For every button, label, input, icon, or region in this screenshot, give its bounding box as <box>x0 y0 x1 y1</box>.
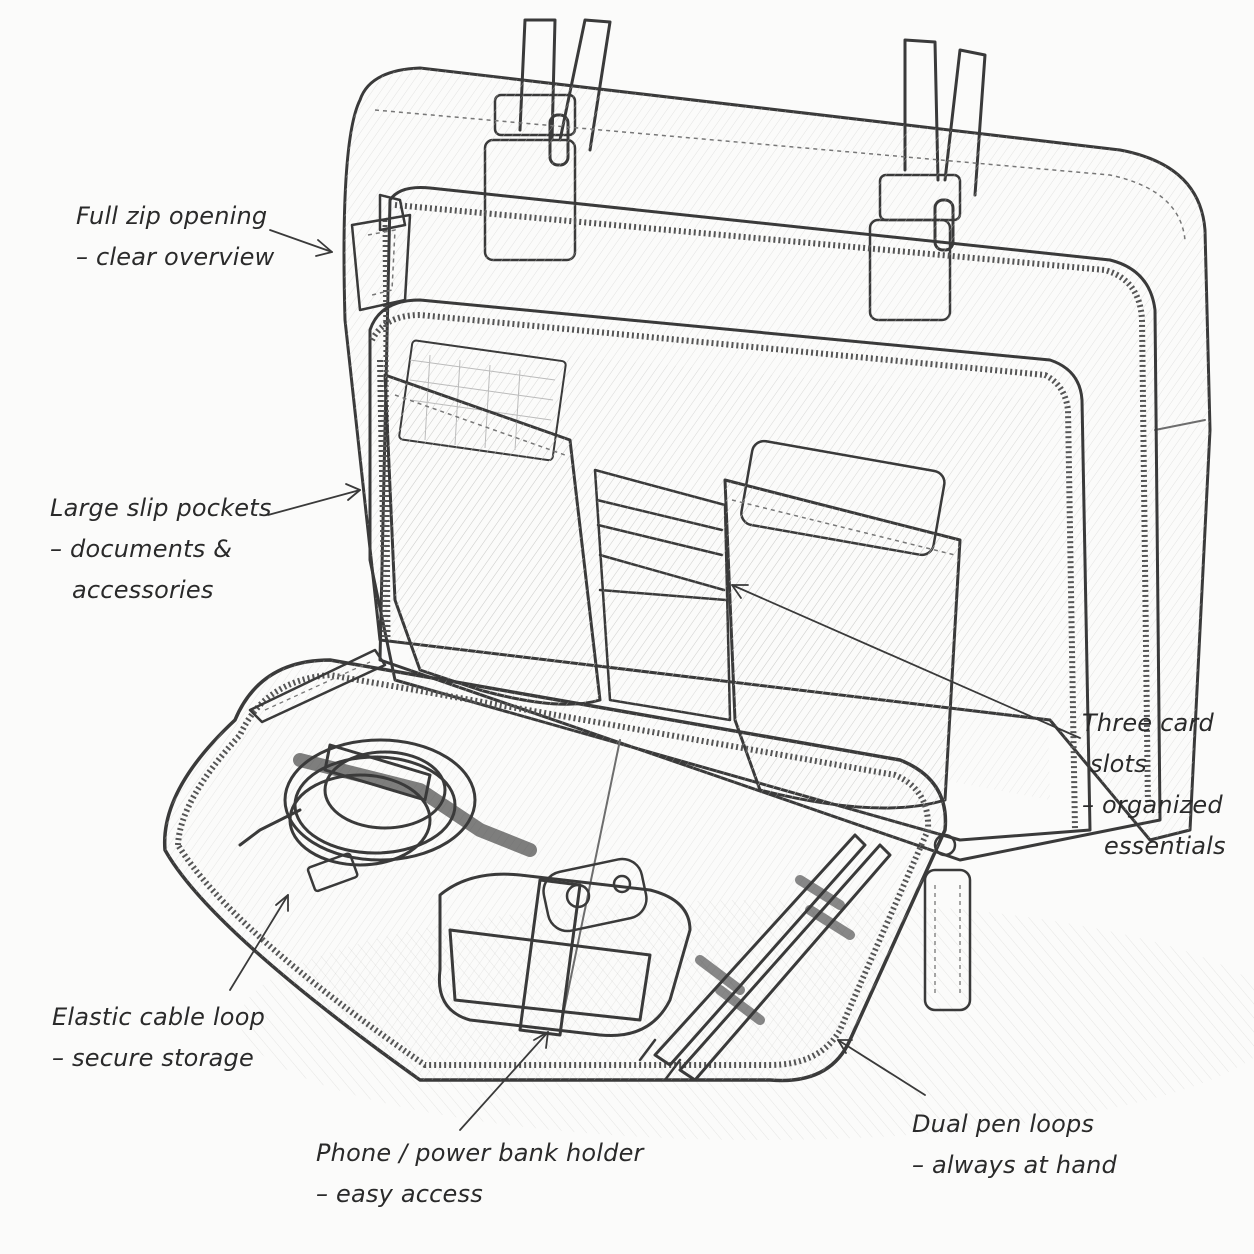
callout-line: Three card <box>1082 709 1214 737</box>
callout-line: – organized <box>1082 791 1223 819</box>
callout-line: – documents & <box>50 535 233 563</box>
arrow-card-slots <box>731 584 1081 739</box>
callout-line: Full zip opening <box>76 202 268 230</box>
leader-arrows <box>229 229 1081 1131</box>
arrow-pen-loops <box>837 1039 926 1096</box>
callout-line: Phone / power bank holder <box>316 1139 644 1167</box>
callout-elastic-cable-loop: Elastic cable loop – secure storage <box>52 997 265 1079</box>
callout-dual-pen-loops: Dual pen loops – always at hand <box>912 1104 1117 1186</box>
zipper-pull-right <box>923 833 972 1012</box>
arrow-phone-holder <box>459 1031 549 1131</box>
callout-line: essentials <box>1104 832 1226 860</box>
callout-line: – easy access <box>316 1180 483 1208</box>
arrow-full-zip <box>269 229 333 257</box>
card-slots <box>593 468 732 722</box>
phone-holder <box>437 857 692 1038</box>
callout-line: – always at hand <box>912 1151 1117 1179</box>
callout-line: accessories <box>72 576 214 604</box>
callout-line: Dual pen loops <box>912 1110 1095 1138</box>
callout-line: Large slip pockets <box>50 494 272 522</box>
coiled-cable <box>238 738 537 893</box>
callout-full-zip-opening: Full zip opening – clear overview <box>76 196 274 278</box>
callout-line: slots <box>1090 750 1147 778</box>
arrow-cable-loop <box>229 894 289 991</box>
callout-large-slip-pockets: Large slip pockets – documents & accesso… <box>50 488 272 611</box>
callout-line: – secure storage <box>52 1044 254 1072</box>
callout-phone-holder: Phone / power bank holder – easy access <box>316 1133 644 1215</box>
callout-line: – clear overview <box>76 243 275 271</box>
arrow-slip-pockets <box>267 483 361 516</box>
pens <box>638 833 892 1082</box>
zipper-pull-left <box>248 648 387 724</box>
callout-line: Elastic cable loop <box>52 1003 266 1031</box>
callout-three-card-slots: Three card slots – organized essentials <box>1082 703 1226 867</box>
